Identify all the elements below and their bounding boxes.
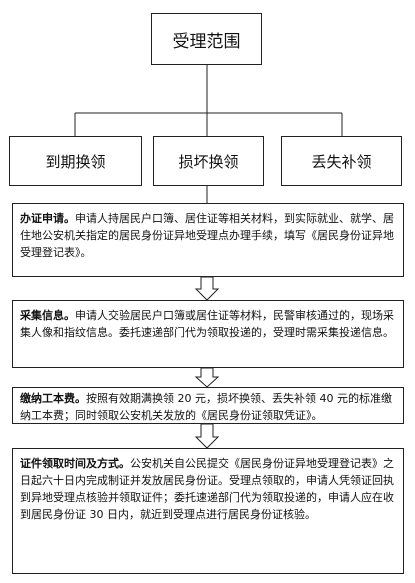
step-pickup-heading: 证件领取时间及方式。 (20, 457, 130, 470)
step-application-body: 申请人持居民户口簿、居住证等相关材料，到实际就业、就学、居住地公安机关指定的居民… (20, 212, 394, 259)
step-fee-box: 缴纳工本费。按照有效期满换领 20 元，损坏换领、丢失补领 40 元的标准缴纳工… (12, 387, 404, 424)
step-application-heading: 办证申请。 (20, 212, 75, 225)
step-fee-body: 按照有效期满换领 20 元，损坏换领、丢失补领 40 元的标准缴纳工本费；同时领… (20, 392, 392, 422)
scope-title: 受理范围 (172, 31, 241, 52)
step-application-box: 办证申请。申请人持居民户口簿、居住证等相关材料，到实际就业、就学、居住地公安机关… (12, 203, 404, 277)
category-damage-label: 损坏换领 (178, 152, 239, 171)
step-fee-heading: 缴纳工本费。 (20, 392, 86, 405)
arrow-step1-to-step2 (194, 276, 220, 301)
category-expiry-box: 到期换领 (9, 136, 142, 186)
category-loss-box: 丢失补领 (281, 136, 402, 186)
step-pickup-body: 公安机关自公民提交《居民身份证异地受理登记表》之日起六十日内完成制证并发放居民身… (20, 457, 394, 521)
step-collection-box: 采集信息。申请人交验居民户口簿或居住证等材料，民警审核通过的，现场采集人像和指纹… (12, 300, 404, 368)
step-collection-heading: 采集信息。 (20, 309, 75, 322)
step-pickup-box: 证件领取时间及方式。公安机关自公民提交《居民身份证异地受理登记表》之日起六十日内… (12, 448, 404, 574)
category-damage-box: 损坏换领 (153, 136, 264, 186)
scope-title-box: 受理范围 (151, 13, 262, 65)
category-expiry-label: 到期换领 (45, 152, 106, 171)
arrow-step2-to-step3 (194, 367, 220, 388)
arrow-step3-to-step4 (194, 423, 220, 449)
category-loss-label: 丢失补领 (311, 152, 372, 171)
step-collection-body: 申请人交验居民户口簿或居住证等材料，民警审核通过的，现场采集人像和指纹信息。委托… (20, 309, 394, 339)
